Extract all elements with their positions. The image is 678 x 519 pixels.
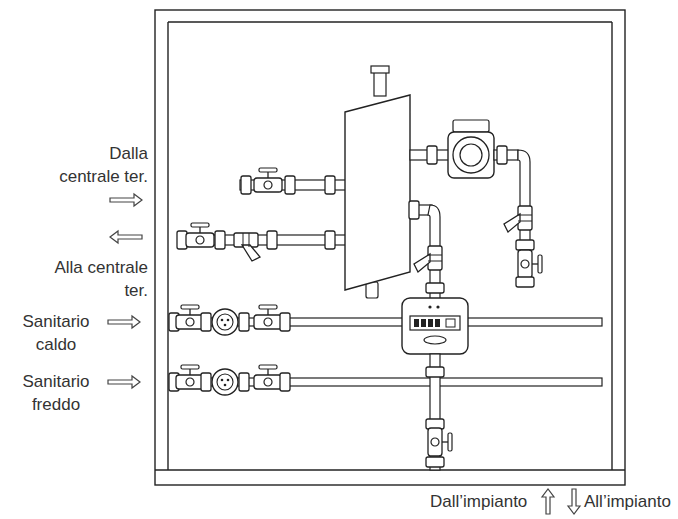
flow-label: Sanitario freddo bbox=[8, 370, 104, 416]
flow-arrow bbox=[108, 194, 580, 514]
housing bbox=[155, 10, 625, 485]
manifold-plate bbox=[345, 66, 410, 298]
primary-pipes bbox=[177, 168, 346, 261]
flow-label: All’impianto bbox=[584, 490, 671, 513]
flow-label: Dall’impianto bbox=[430, 490, 527, 513]
heat-meter-branch bbox=[402, 201, 468, 470]
sanitary-pipes bbox=[169, 305, 602, 395]
pump-circuit bbox=[410, 120, 542, 287]
flow-label: Dalla centrale ter. bbox=[48, 142, 148, 188]
flow-label: Sanitario caldo bbox=[8, 310, 104, 356]
flow-label: Alla centrale ter. bbox=[48, 256, 148, 302]
